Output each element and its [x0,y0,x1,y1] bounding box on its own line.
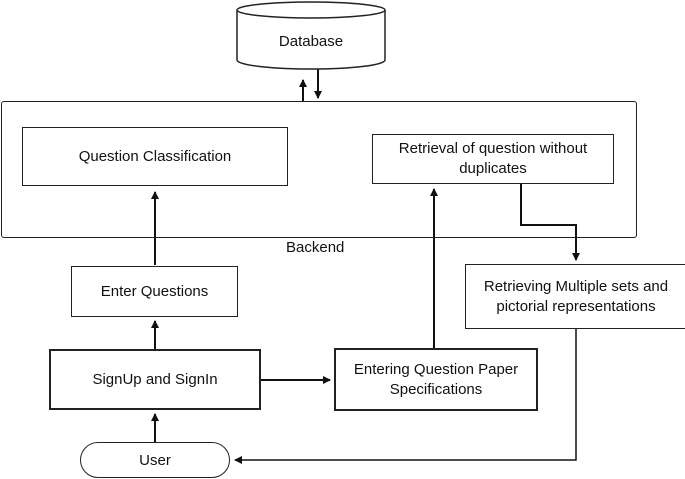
signup-signin-box: SignUp and SignIn [49,349,261,410]
backend-container [1,101,637,238]
database-cylinder [236,1,386,70]
arrow-retrieval-to-sets [520,184,580,261]
arrow-sets-to-user [234,329,577,464]
backend-label: Backend [286,239,345,256]
entering-specs-box: Entering Question Paper Specifications [334,348,538,411]
retrieval-label: Retrieval of question without duplicates [398,140,588,177]
signup-signin-label: SignUp and SignIn [92,370,218,388]
enter-questions-label: Enter Questions [100,282,209,300]
retrieving-sets-label: Retrieving Multiple sets and pictorial r… [483,277,669,315]
user-terminator: User [80,442,230,478]
retrieving-sets-box: Retrieving Multiple sets and pictorial r… [465,264,685,329]
user-label: User [139,451,171,469]
retrieval-box: Retrieval of question without duplicates [372,134,614,184]
question-classification-box: Question Classification [22,127,288,186]
enter-questions-box: Enter Questions [71,266,238,317]
database-label: Database [278,33,344,50]
entering-specs-label: Entering Question Paper Specifications [353,360,519,398]
question-classification-label: Question Classification [78,147,232,165]
